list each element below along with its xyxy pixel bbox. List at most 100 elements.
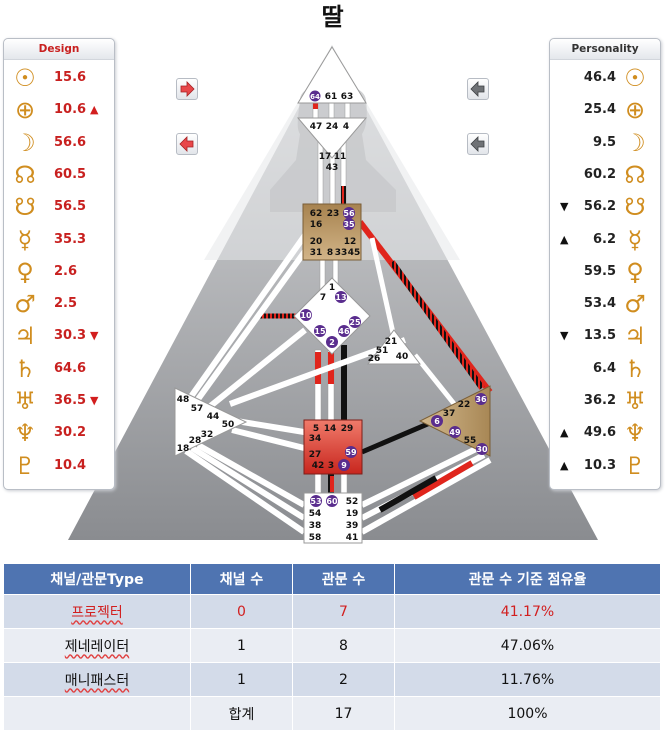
gate-label: 5 xyxy=(313,424,319,434)
gate-label: 48 xyxy=(177,395,190,405)
mars-icon: ♂ xyxy=(624,290,646,319)
channels-cell: 1 xyxy=(190,628,293,663)
venus-icon: ♀ xyxy=(16,257,34,286)
gate-label: 35 xyxy=(343,220,355,229)
column-header-gates: 관문 수 xyxy=(292,563,395,595)
gate-label: 58 xyxy=(309,533,322,543)
design-panel: Design ☉15.6⊕10.6▲☽56.6☊60.5☋56.5☿35.3♀2… xyxy=(3,38,115,490)
gate-label: 3 xyxy=(328,461,334,471)
arrow-left-icon xyxy=(470,136,485,152)
planet-value: 36.5 xyxy=(54,393,87,408)
gate-label: 26 xyxy=(368,354,381,364)
center-spleen xyxy=(174,387,248,457)
gate-label: 41 xyxy=(346,533,359,543)
moon-icon: ☽ xyxy=(624,128,646,157)
gate-labels: 64 61 63 47 24 4 17 11 43 62 23 56 16 35… xyxy=(177,90,488,543)
planet-value: 56.2 xyxy=(583,199,616,215)
table-total-row: 합계 17 100% xyxy=(3,696,661,731)
gate-label: 24 xyxy=(326,122,339,132)
direction-arrow: ▲ xyxy=(560,232,569,246)
gate-label: 55 xyxy=(464,436,477,446)
gate-label: 56 xyxy=(343,209,355,218)
total-empty-cell xyxy=(3,696,191,731)
bodygraph-chart: 64 61 63 47 24 4 17 11 43 62 23 56 16 35… xyxy=(68,45,598,544)
channels-cell: 1 xyxy=(190,662,293,697)
planet-value: 2.6 xyxy=(54,263,78,279)
gate-label: 28 xyxy=(189,436,202,446)
gate-label: 23 xyxy=(327,209,340,219)
gate-label: 21 xyxy=(385,337,398,347)
planet-value: 64.6 xyxy=(54,360,87,376)
arrow-left-icon xyxy=(470,81,485,97)
planet-row: ☋56.2▼ xyxy=(550,192,660,222)
uranus-icon: ♅ xyxy=(624,387,646,415)
total-share-cell: 100% xyxy=(394,696,661,731)
sun-icon: ☉ xyxy=(624,64,646,92)
planet-row: ♇10.4 xyxy=(4,451,114,481)
type-label: 매니패스터 xyxy=(64,672,130,689)
column-header-type: 채널/관문Type xyxy=(3,563,191,595)
planet-row: ♃30.3▼ xyxy=(4,321,114,351)
direction-arrow: ▼ xyxy=(90,394,99,407)
planet-value: 25.4 xyxy=(583,102,616,118)
personality-prev-button[interactable] xyxy=(467,78,489,100)
center-g xyxy=(293,277,371,355)
design-next-button[interactable] xyxy=(176,78,198,100)
planet-row: ☊60.2 xyxy=(550,160,660,190)
gate-label: 13 xyxy=(335,293,346,302)
personality-panel-header: Personality xyxy=(550,39,660,60)
gate-label: 64 xyxy=(310,93,320,101)
table-header-row: 채널/관문Type 채널 수 관문 수 관문 수 기준 점유율 xyxy=(3,563,661,595)
planet-value: 6.2 xyxy=(592,231,616,247)
planet-value: 60.2 xyxy=(583,166,616,182)
planet-row: ☊60.5 xyxy=(4,160,114,190)
gate-label: 27 xyxy=(309,450,322,460)
type-label: 제네레이터 xyxy=(64,638,130,655)
type-label: 프로젝터 xyxy=(71,604,123,621)
planet-row: ♆30.2 xyxy=(4,418,114,448)
gate-label: 4 xyxy=(343,122,349,132)
gate-label: 20 xyxy=(310,237,323,247)
south-node-icon: ☋ xyxy=(14,193,36,222)
column-header-channels: 채널 수 xyxy=(190,563,293,595)
gate-label: 22 xyxy=(458,400,471,410)
planet-value: 15.6 xyxy=(54,70,87,85)
neptune-icon: ♆ xyxy=(624,419,646,448)
gate-label: 38 xyxy=(309,521,322,531)
gate-label: 1 xyxy=(329,283,335,293)
saturn-icon: ♄ xyxy=(624,354,646,383)
planet-value: 59.5 xyxy=(583,263,616,279)
moon-icon: ☽ xyxy=(14,128,36,157)
gate-label: 7 xyxy=(320,293,326,303)
gate-label: 37 xyxy=(443,409,456,419)
table-row: 제네레이터 1 8 47.06% xyxy=(3,628,661,663)
planet-row: ♅36.2 xyxy=(550,386,660,416)
gate-label: 14 xyxy=(324,424,337,434)
total-gates-cell: 17 xyxy=(292,696,395,731)
venus-icon: ♀ xyxy=(626,257,644,286)
page-title: 딸 xyxy=(321,3,344,31)
design-prev-button[interactable] xyxy=(176,133,198,155)
total-label-cell: 합계 xyxy=(190,696,293,731)
gate-label: 60 xyxy=(326,497,338,506)
gate-label: 31 xyxy=(310,248,323,258)
gate-label: 33 xyxy=(335,248,348,258)
pluto-icon: ♇ xyxy=(624,451,646,480)
gate-label: 47 xyxy=(310,122,323,132)
gate-label: 25 xyxy=(349,318,361,327)
planet-row: ☿35.3 xyxy=(4,225,114,255)
gate-label: 62 xyxy=(310,209,323,219)
planet-row: ☉15.6 xyxy=(4,63,114,93)
planet-value: 56.5 xyxy=(54,199,87,215)
planet-row: ☽56.6 xyxy=(4,128,114,158)
planet-row: ♄64.6 xyxy=(4,354,114,384)
planet-value: 46.4 xyxy=(583,70,616,85)
personality-next-button[interactable] xyxy=(467,133,489,155)
channel-gate-summary-table: 채널/관문Type 채널 수 관문 수 관문 수 기준 점유율 프로젝터 0 7… xyxy=(3,563,661,731)
mars-icon: ♂ xyxy=(14,290,36,319)
gates-cell: 8 xyxy=(292,628,395,663)
planet-value: 60.5 xyxy=(54,166,87,182)
gate-label: 59 xyxy=(345,448,357,457)
gate-label: 12 xyxy=(344,237,357,247)
gate-label: 16 xyxy=(310,220,323,230)
